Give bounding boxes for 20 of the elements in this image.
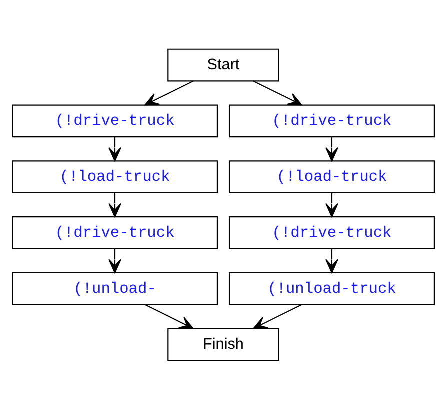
arrow — [108, 192, 122, 218]
arrow — [326, 192, 338, 218]
node-box: (!load-truck — [228, 160, 435, 193]
node-box: (!drive-truck — [12, 216, 218, 249]
arrow — [253, 80, 302, 106]
arrow — [326, 136, 338, 162]
arrow — [108, 248, 122, 273]
node-box: (!load-truck — [12, 160, 218, 193]
arrow — [326, 248, 338, 273]
node-box: (!drive-truck — [228, 104, 435, 138]
node-box: (!unload-truck — [228, 272, 435, 305]
node-box: Start — [168, 48, 280, 82]
node-box: (!unload- — [12, 272, 218, 305]
arrow — [108, 136, 122, 162]
node-box: (!drive-truck — [228, 216, 435, 249]
arrow — [144, 304, 194, 329]
node-box: Finish — [168, 328, 280, 361]
node-box: (!drive-truck — [12, 104, 218, 138]
arrow — [253, 304, 302, 329]
arrow — [144, 80, 194, 106]
